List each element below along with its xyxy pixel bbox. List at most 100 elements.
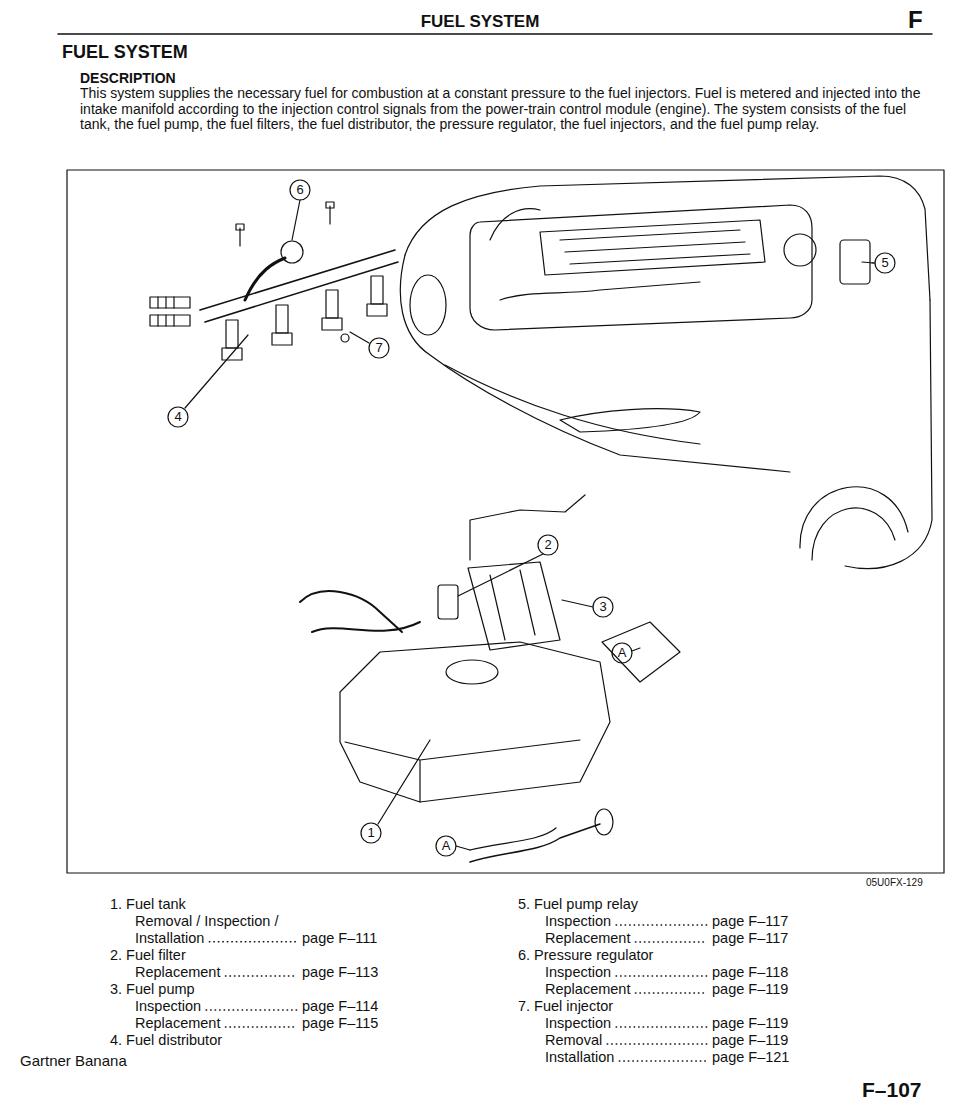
- tire: [812, 508, 895, 560]
- item-entry: Removal / Inspection / Installation: [135, 913, 307, 946]
- callout-circle: [168, 407, 188, 427]
- item-entry: Replacement: [135, 1015, 220, 1032]
- leader-line: [862, 262, 874, 263]
- cover-ribs: [560, 230, 750, 264]
- callout-number: A: [436, 838, 456, 854]
- callout-number: 7: [369, 340, 389, 356]
- callout-circle: [290, 180, 310, 200]
- page-reference: page F–119: [712, 981, 788, 998]
- callout-circle: [593, 597, 613, 617]
- header-rule: [58, 33, 932, 35]
- section-letter: F: [908, 6, 923, 34]
- callout-circle: [361, 823, 381, 843]
- bumper-line: [445, 365, 700, 444]
- page-reference: page F–119: [712, 1032, 788, 1049]
- callout-number: 3: [593, 599, 613, 615]
- item-entry: Installation: [545, 1049, 614, 1066]
- page-reference: page F–115: [302, 1015, 378, 1032]
- item-entry: Replacement: [135, 964, 220, 981]
- fuel-injector: [226, 276, 383, 348]
- fuel-line-ends: [150, 297, 190, 326]
- item-heading: 4. Fuel distributor: [110, 1032, 222, 1049]
- item-entry: Inspection: [545, 913, 611, 930]
- item-heading: 3. Fuel pump: [110, 981, 195, 998]
- leader-line: [185, 335, 248, 408]
- callout-number: 1: [361, 825, 381, 841]
- valve-cover: [540, 220, 765, 275]
- reservoir: [784, 234, 816, 266]
- leader-line: [350, 332, 369, 343]
- description-text: This system supplies the necessary fuel …: [80, 86, 935, 133]
- item-heading: 7. Fuel injector: [518, 998, 613, 1015]
- page-reference: page F–114: [302, 998, 378, 1015]
- item-entry: Replacement: [545, 981, 630, 998]
- wheel-arch: [800, 487, 908, 548]
- hose: [245, 258, 285, 300]
- callout-circle: [538, 535, 558, 555]
- page-reference: page F–117: [712, 913, 788, 930]
- pump-tube: [490, 570, 535, 640]
- page-reference: page F–113: [302, 964, 378, 981]
- dot-leader: [607, 1043, 707, 1045]
- tank-edges: [345, 740, 580, 802]
- section-title: FUEL SYSTEM: [62, 42, 188, 63]
- page-reference: page F–118: [712, 964, 788, 981]
- leader-line: [632, 648, 640, 651]
- callout-number: 5: [875, 255, 895, 271]
- hose: [300, 591, 402, 632]
- leader-line: [378, 740, 430, 824]
- leader-line: [456, 846, 470, 850]
- fuel-pump: [468, 562, 560, 650]
- dot-leader: [225, 1026, 297, 1028]
- leader-line: [458, 554, 543, 596]
- callout-number: 6: [290, 182, 310, 198]
- grille: [560, 409, 700, 432]
- subheading: DESCRIPTION: [80, 70, 176, 86]
- callout-circle: [875, 253, 895, 273]
- running-header: FUEL SYSTEM: [0, 12, 960, 32]
- fuel-line: [470, 495, 585, 560]
- filler-pipe: [470, 828, 556, 850]
- item-heading: 2. Fuel filter: [110, 947, 186, 964]
- page-number: F–107: [862, 1078, 922, 1102]
- fuel-tank: [340, 642, 610, 802]
- page-reference: page F–111: [302, 930, 377, 947]
- callout-number: A: [612, 645, 632, 661]
- leader-line: [292, 200, 300, 240]
- dot-leader: [635, 992, 707, 994]
- injector-body: [222, 304, 387, 360]
- dot-leader: [616, 924, 707, 926]
- bracket: [602, 622, 680, 682]
- item-heading: 5. Fuel pump relay: [518, 896, 638, 913]
- o-ring: [341, 334, 349, 342]
- fuel-line-ribs: [158, 297, 174, 326]
- item-heading: 1. Fuel tank: [110, 896, 186, 913]
- intake-pipes: [490, 209, 700, 300]
- item-entry: Inspection: [545, 1015, 611, 1032]
- illustration-frame: [67, 170, 944, 873]
- fuel-filter: [438, 585, 458, 619]
- headlight: [410, 275, 446, 335]
- page-reference: page F–119: [712, 1015, 788, 1032]
- item-heading: 6. Pressure regulator: [518, 947, 653, 964]
- hood-opening: [405, 176, 930, 300]
- dot-leader: [616, 1026, 707, 1028]
- dot-leader: [635, 941, 707, 943]
- callout-number: 2: [538, 537, 558, 553]
- item-entry: Removal: [545, 1032, 602, 1049]
- watermark: Gartner Banana: [20, 1052, 127, 1069]
- filler-cap: [595, 809, 613, 835]
- filler-pipe: [470, 824, 600, 862]
- figure-code: 05U0FX-129: [866, 877, 923, 889]
- bolt: [236, 202, 334, 246]
- callout-circle: [436, 836, 456, 856]
- dot-leader: [209, 941, 297, 943]
- page-reference: page F–121: [712, 1049, 789, 1066]
- dot-leader: [225, 975, 297, 977]
- callout-number: 4: [168, 409, 188, 425]
- front-body: [400, 255, 790, 472]
- page-reference: page F–117: [712, 930, 788, 947]
- callout-circle: [612, 643, 632, 663]
- tank-boss: [446, 660, 498, 684]
